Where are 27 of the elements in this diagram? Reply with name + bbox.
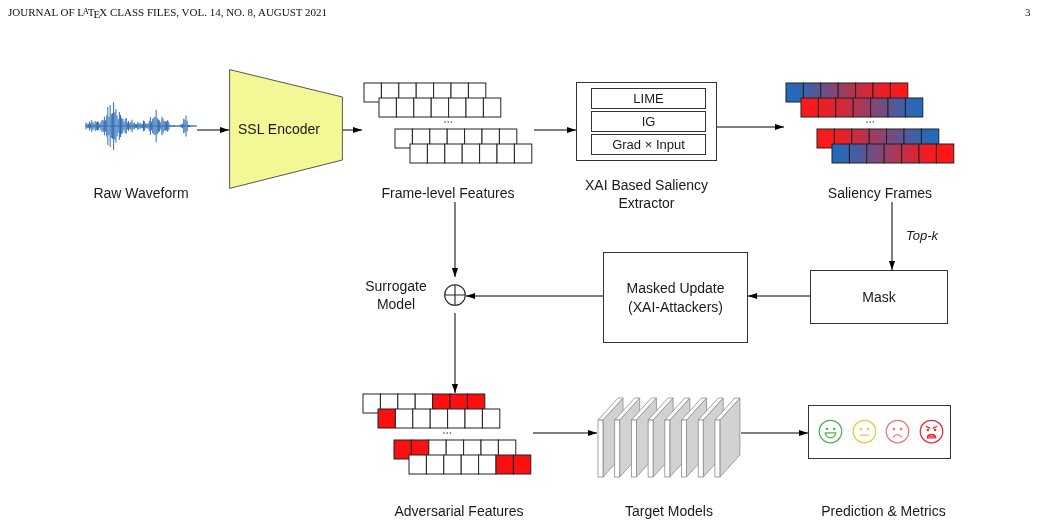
step-label: Mask bbox=[862, 287, 896, 307]
arrow bbox=[888, 201, 896, 271]
node-label: Raw Waveform bbox=[93, 184, 189, 202]
arrow bbox=[532, 429, 598, 437]
arrow bbox=[465, 292, 604, 300]
arrow bbox=[196, 126, 230, 134]
arrow bbox=[451, 201, 459, 278]
arrow bbox=[342, 126, 363, 134]
node-label: Adversarial Features bbox=[394, 502, 524, 520]
node-label: Target Models bbox=[625, 502, 713, 520]
arrow bbox=[716, 123, 785, 131]
arrow bbox=[747, 292, 811, 300]
node-label: Surrogate Model bbox=[364, 277, 428, 313]
page-number: 3 bbox=[1025, 5, 1031, 19]
node-label: XAI Based Saliency Extractor bbox=[584, 176, 709, 212]
arrow bbox=[533, 126, 577, 134]
arrow bbox=[740, 429, 809, 437]
method-label: IG bbox=[641, 113, 656, 131]
edge-label: Top-k bbox=[906, 228, 939, 244]
method-label: LIME bbox=[633, 90, 664, 108]
node-label: Frame-level Features bbox=[381, 184, 515, 202]
arrow bbox=[451, 312, 459, 394]
method-label: Grad × Input bbox=[612, 136, 685, 154]
node-label: Prediction & Metrics bbox=[821, 502, 946, 520]
step-label: Masked Update (XAI-Attackers) bbox=[625, 278, 726, 317]
encoder-label: SSL Encoder bbox=[238, 119, 320, 139]
node-label: Saliency Frames bbox=[827, 184, 933, 202]
